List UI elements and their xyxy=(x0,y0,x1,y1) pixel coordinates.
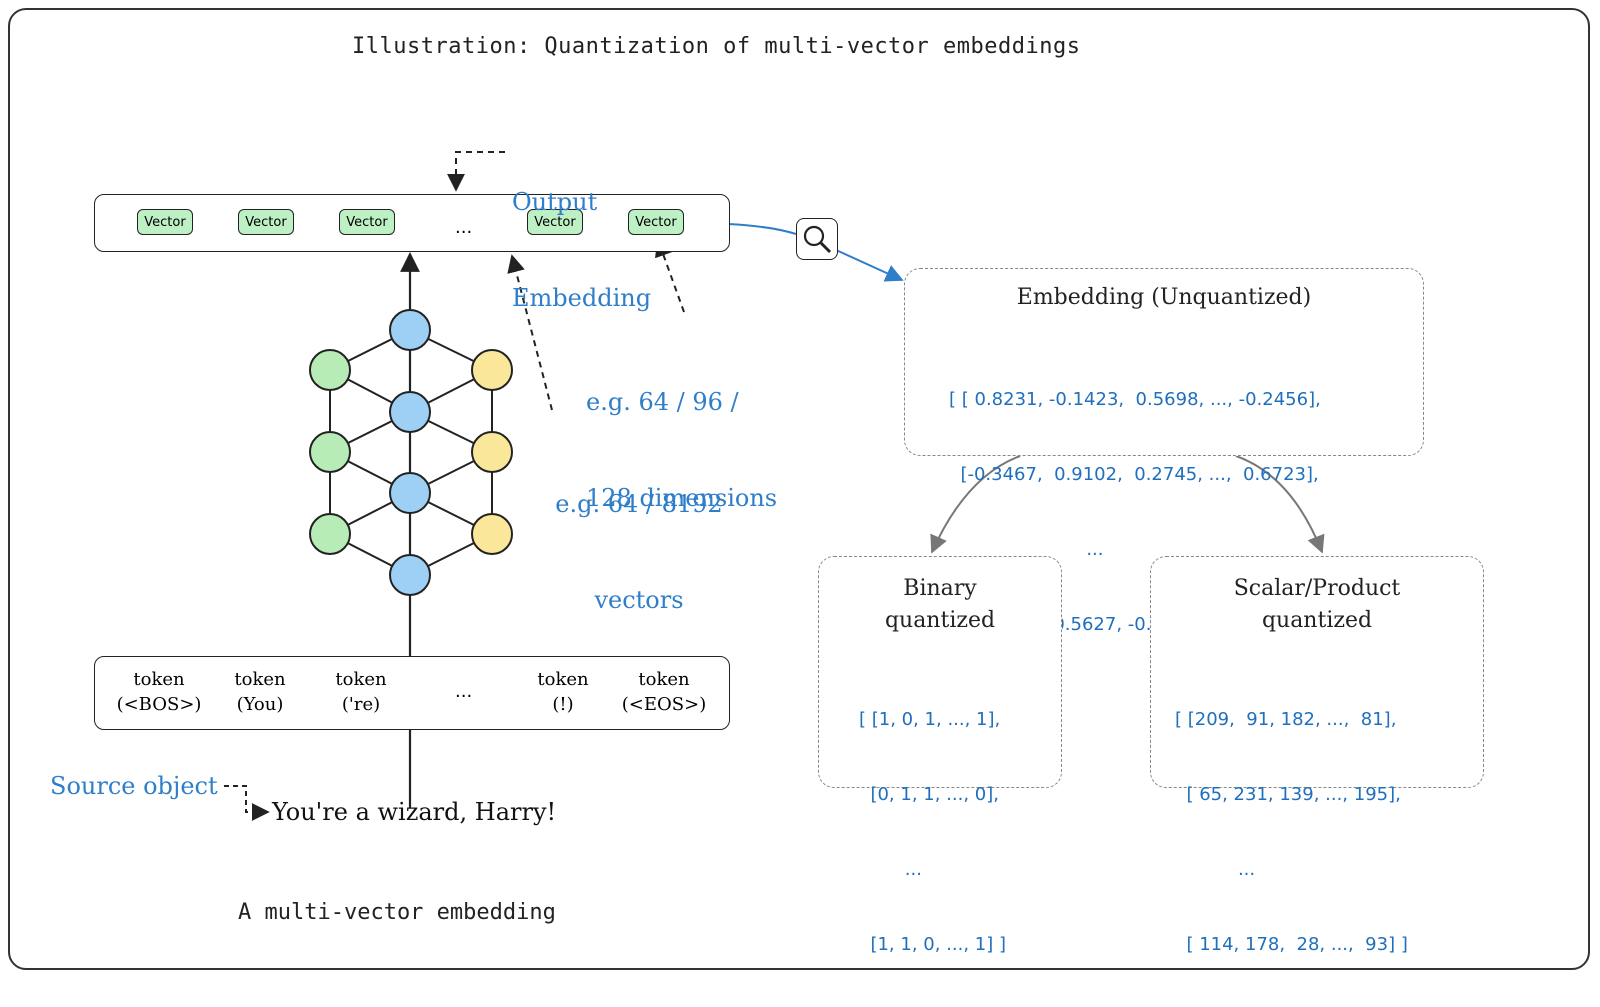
dimensions-label: e.g. 64 / 96 / 128 dimensions xyxy=(586,388,778,512)
node-yellow xyxy=(471,431,513,473)
node-green xyxy=(309,513,351,555)
vector-chip: Vector xyxy=(137,209,193,235)
token-bar: token (<BOS>) token (You) token ('re) ..… xyxy=(94,656,730,730)
node-yellow xyxy=(471,349,513,391)
binary-quantized-box: Binary quantized [ [1, 0, 1, ..., 1], [0… xyxy=(818,556,1062,955)
diagram-caption: A multi-vector embedding xyxy=(238,900,556,925)
token-bos: token (<BOS>) xyxy=(116,669,202,715)
network-nodes xyxy=(309,309,513,596)
source-pointer xyxy=(224,785,270,821)
node-blue xyxy=(389,472,431,514)
token-re: token ('re) xyxy=(335,669,387,715)
source-object-label: Source object xyxy=(50,772,218,800)
source-text: You're a wizard, Harry! xyxy=(272,798,557,826)
token-eos: token (<EOS>) xyxy=(621,669,707,715)
inspect-line xyxy=(727,223,797,235)
magnifier-icon xyxy=(803,225,832,254)
scalar-matrix: [ [209, 91, 182, ..., 81], [ 65, 231, 13… xyxy=(1175,709,1408,955)
node-blue xyxy=(389,391,431,433)
token-ellipsis: ... xyxy=(455,681,473,702)
scalar-title: Scalar/Product quantized xyxy=(1233,576,1401,633)
node-green xyxy=(309,349,351,391)
vector-ellipsis: ... xyxy=(455,217,473,238)
scalar-quantized-box: Scalar/Product quantized [ [209, 91, 182… xyxy=(1150,556,1484,955)
magnifier-button xyxy=(796,218,838,260)
vector-chip: Vector xyxy=(339,209,395,235)
output-vector-bar: Vector Vector Vector ... Vector Vector xyxy=(94,194,730,252)
token-exclaim: token (!) xyxy=(537,669,589,715)
vectors-count-label: e.g. 64 / 8192 vectors xyxy=(555,490,723,614)
node-green xyxy=(309,431,351,473)
to-scalar-arrow xyxy=(1235,455,1325,554)
binary-matrix: [ [1, 0, 1, ..., 1], [0, 1, 1, ..., 0], … xyxy=(859,709,1006,955)
vector-chip: Vector xyxy=(527,209,583,235)
inspect-arrow xyxy=(835,249,904,282)
node-blue xyxy=(389,309,431,351)
dims-pointer xyxy=(655,238,685,313)
output-embedding-label: Output Embedding xyxy=(512,188,652,312)
node-yellow xyxy=(471,513,513,555)
output-pointer xyxy=(447,151,505,192)
to-binary-arrow xyxy=(930,455,1021,554)
diagram-title: Illustration: Quantization of multi-vect… xyxy=(352,34,1081,59)
node-blue xyxy=(389,554,431,596)
binary-title: Binary quantized xyxy=(884,576,996,633)
unquantized-title: Embedding (Unquantized) xyxy=(1016,285,1312,310)
unquantized-box: Embedding (Unquantized) [ [ 0.8231, -0.1… xyxy=(904,268,1424,635)
vector-chip: Vector xyxy=(628,209,684,235)
vectors-pointer xyxy=(507,254,553,411)
diagram-frame xyxy=(8,8,1590,970)
token-you: token (You) xyxy=(234,669,286,715)
vector-chip: Vector xyxy=(238,209,294,235)
